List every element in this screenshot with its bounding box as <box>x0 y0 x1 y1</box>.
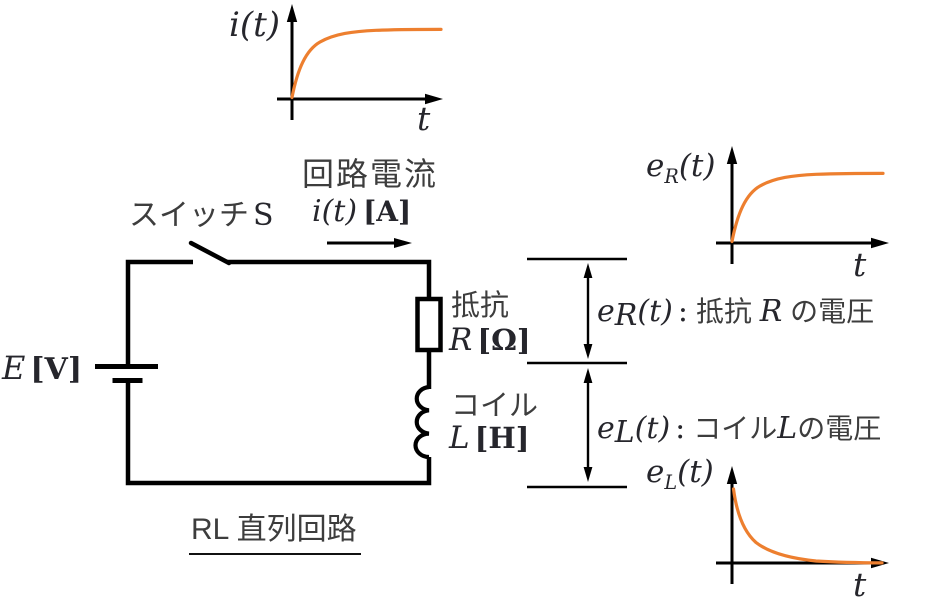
vr-ylabel-sub: R <box>664 165 679 189</box>
diagram-caption: RL 直列回路 <box>189 514 361 555</box>
resistor-label-jp: 抵抗 <box>451 290 510 322</box>
coil-label-jp: コイル <box>451 390 539 422</box>
vr-ann-symbol: R <box>759 294 783 329</box>
vl-ann-jp-after: の電圧 <box>797 413 882 444</box>
vl-ann-paren: (t) <box>634 411 671 446</box>
vr-ann-colon: : <box>677 294 688 329</box>
vr-graph-ylabel: eR(t) <box>646 150 715 187</box>
vr-graph-xlabel: t <box>853 245 867 284</box>
vr-graph-y-arrowhead-icon <box>726 146 738 164</box>
switch-blade-icon <box>188 240 232 266</box>
vl-graph-y-arrowhead-icon <box>726 466 738 484</box>
vl-ann-base: e <box>597 411 615 446</box>
resistor-voltage-annotation: eR(t):抵抗 R の電圧 <box>597 296 874 332</box>
vr-ann-sub: R <box>614 298 638 334</box>
vl-ylabel-base: e <box>646 454 665 490</box>
current-graph-y-arrowhead-icon <box>286 4 298 22</box>
vr-ylabel-paren: (t) <box>678 148 716 184</box>
current-direction-arrow <box>327 238 412 248</box>
vl-span-arrow-down-icon <box>583 467 593 482</box>
vr-ann-jp-after: の電圧 <box>782 296 875 327</box>
current-ylabel-paren: (t) <box>239 5 281 45</box>
current-arrowhead-icon <box>394 238 412 248</box>
coil-value-label: L[H] <box>449 422 529 455</box>
vl-span-arrow-up-icon <box>583 368 593 383</box>
vl-ann-colon: : <box>675 411 686 446</box>
current-graph <box>277 4 443 120</box>
current-graph-xlabel: t <box>417 99 431 138</box>
switch-label-jp: スイッチ <box>129 199 249 232</box>
source-unit: [V] <box>30 352 83 387</box>
vr-ann-jp-before: 抵抗 <box>695 296 760 327</box>
coil-unit: [H] <box>474 421 530 455</box>
vl-graph-ylabel: eL(t) <box>646 456 714 493</box>
vl-graph-xlabel: t <box>853 565 867 600</box>
current-expr: i(t) <box>312 194 358 229</box>
circuit-current-expression: i(t)[A] <box>312 196 411 228</box>
switch-label-symbol: S <box>253 198 274 233</box>
voltage-interval-markers <box>527 257 627 489</box>
vr-graph-x-arrowhead-icon <box>871 237 889 249</box>
resistor-symbol-letter: R <box>449 322 473 358</box>
wire-bottom <box>125 381 432 486</box>
vl-ann-jp-before: コイル <box>693 413 778 444</box>
vr-span-arrow-down-icon <box>583 344 593 359</box>
coil-voltage-annotation: eL(t):コイルLの電圧 <box>597 413 881 449</box>
vr-ann-base: e <box>597 294 615 329</box>
circuit <box>95 240 443 486</box>
current-curve <box>290 27 443 100</box>
source-symbol: E <box>2 349 26 387</box>
vr-ann-paren: (t) <box>637 294 673 329</box>
resistor-value-label: R[Ω] <box>449 324 531 357</box>
vl-curve <box>731 487 884 565</box>
current-ylabel-base: i <box>229 5 240 45</box>
resistor-unit: [Ω] <box>477 323 531 357</box>
coil-voltage-graph <box>716 466 889 584</box>
wire-top-left <box>125 259 193 364</box>
current-unit: [A] <box>363 195 412 228</box>
current-graph-ylabel: i(t) <box>229 5 281 45</box>
source-label: E[V] <box>2 349 83 387</box>
vl-ann-sub: L <box>614 415 635 451</box>
vl-ylabel-paren: (t) <box>677 454 714 490</box>
vr-curve <box>730 171 885 244</box>
current-graph-x-arrowhead-icon <box>425 93 443 105</box>
coil-symbol-icon <box>413 384 430 460</box>
vl-ylabel-sub: L <box>664 471 678 495</box>
coil-symbol-letter: L <box>449 420 470 456</box>
vr-span-arrow-up-icon <box>583 263 593 278</box>
resistor-voltage-graph <box>716 146 889 264</box>
vr-ylabel-base: e <box>646 148 665 184</box>
wire-top-right <box>227 259 432 301</box>
vl-ann-symbol: L <box>777 411 798 446</box>
circuit-current-caption: 回路電流 <box>302 156 439 192</box>
resistor-symbol-icon <box>415 296 443 353</box>
